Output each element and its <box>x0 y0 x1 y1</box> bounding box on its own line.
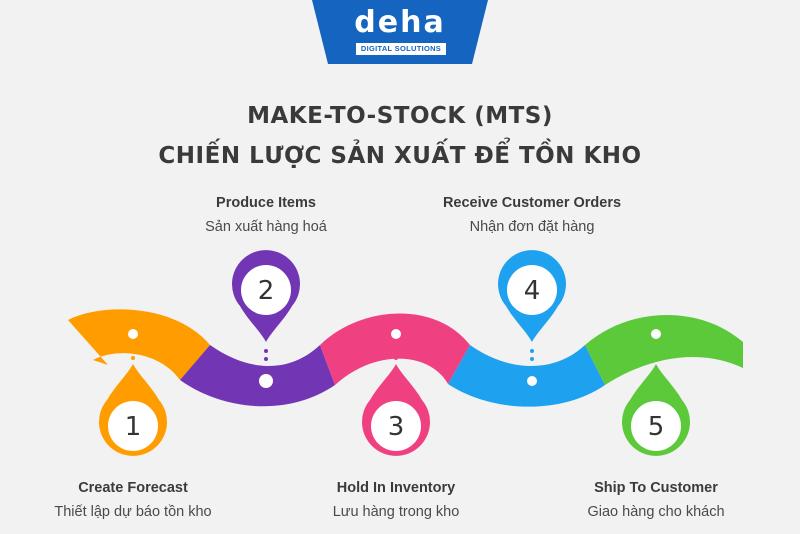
page-title-line-1: MAKE-TO-STOCK (MTS) <box>247 103 553 129</box>
step-number: 2 <box>258 276 275 306</box>
step-3-marker: 3 <box>362 326 430 456</box>
step-number: 5 <box>648 412 665 442</box>
logo-tagline: DIGITAL SOLUTIONS <box>356 43 446 55</box>
step-title: Ship To Customer <box>594 480 718 496</box>
step-1-marker: 1 <box>98 326 167 456</box>
step-subtitle: Thiết lập dự báo tồn kho <box>54 504 212 520</box>
wave-segment-2 <box>180 345 335 407</box>
step-number: 3 <box>388 412 405 442</box>
step-title: Produce Items <box>216 195 316 211</box>
step-subtitle: Nhận đơn đặt hàng <box>469 219 595 235</box>
step-1-caption: Create Forecast Thiết lập dự báo tồn kho <box>23 478 243 522</box>
connector-ring <box>524 373 540 389</box>
logo-badge: deha DIGITAL SOLUTIONS <box>312 0 488 64</box>
logo-wordmark: deha <box>354 5 446 40</box>
step-title: Receive Customer Orders <box>442 195 622 211</box>
wave-segment-1 <box>68 309 210 380</box>
wave-segment-5 <box>585 314 743 385</box>
step-4-marker: 4 <box>498 250 566 389</box>
step-title: Hold In Inventory <box>336 480 456 496</box>
step-3-caption: Hold In Inventory Lưu hàng trong kho <box>286 478 506 522</box>
step-2-caption: Produce Items Sản xuất hàng hoá <box>156 193 376 237</box>
connector-ring <box>388 326 404 342</box>
step-subtitle: Sản xuất hàng hoá <box>205 219 327 235</box>
connector-ring <box>125 326 141 342</box>
step-5-marker: 5 <box>621 326 690 456</box>
step-subtitle: Giao hàng cho khách <box>587 504 725 520</box>
step-title: Create Forecast <box>78 480 188 496</box>
step-5-caption: Ship To Customer Giao hàng cho khách <box>546 478 766 522</box>
step-number: 1 <box>125 412 142 442</box>
step-2-marker: 2 <box>232 250 300 388</box>
connector-ring <box>259 374 273 388</box>
connector-ring <box>648 326 664 342</box>
page-title-line-2: CHIẾN LƯỢC SẢN XUẤT ĐỂ TỒN KHO <box>158 143 642 169</box>
step-number: 4 <box>524 276 541 306</box>
step-subtitle: Lưu hàng trong kho <box>332 504 460 520</box>
step-4-caption: Receive Customer Orders Nhận đơn đặt hàn… <box>422 193 642 237</box>
